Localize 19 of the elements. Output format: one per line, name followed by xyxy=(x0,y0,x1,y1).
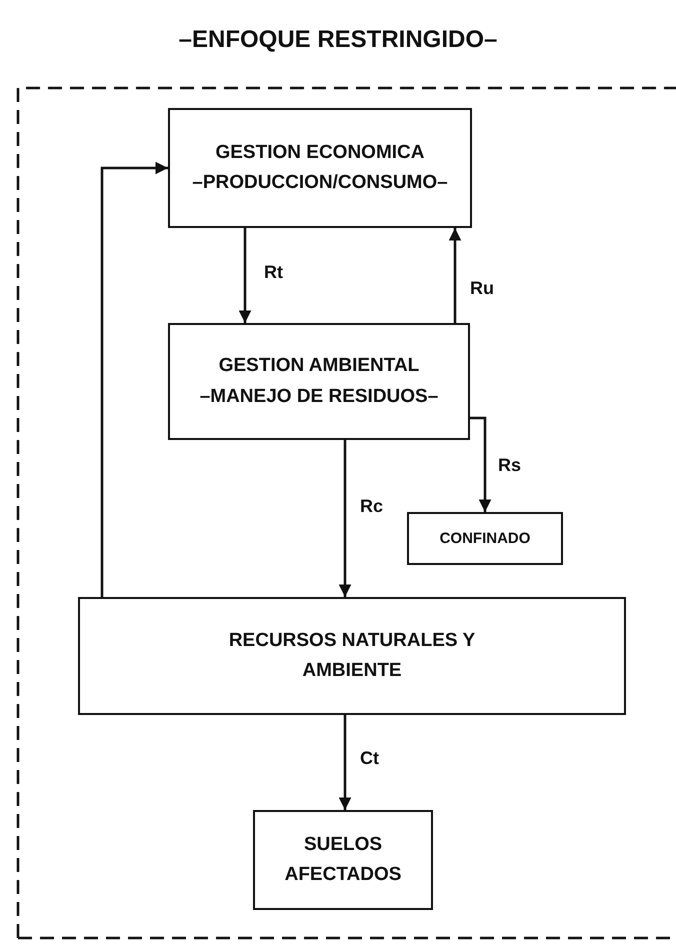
arrow xyxy=(338,440,352,597)
box-text: CONFINADO xyxy=(440,528,530,548)
process-box xyxy=(168,323,470,440)
box-text: SUELOS AFECTADOS xyxy=(284,832,402,887)
arrow xyxy=(338,715,352,810)
box-text: –MANEJO DE RESIDUOS– xyxy=(200,384,438,408)
process-box xyxy=(78,597,626,715)
box-text: GESTION AMBIENTAL xyxy=(218,354,420,378)
process-box xyxy=(168,108,472,228)
box-text: RECURSOS NATURALES Y AMBIENTE xyxy=(228,628,476,683)
arrow xyxy=(470,416,492,512)
arrow xyxy=(448,228,462,323)
arrow xyxy=(238,228,252,323)
box-text: –PRODUCCION/CONSUMO– xyxy=(192,171,448,195)
process-box xyxy=(253,810,433,910)
arrow xyxy=(100,162,168,597)
process-box xyxy=(407,512,563,565)
box-text: GESTION ECONOMICA xyxy=(215,140,424,165)
diagram-title: –ENFOQUE RESTRINGIDO– xyxy=(178,26,498,54)
